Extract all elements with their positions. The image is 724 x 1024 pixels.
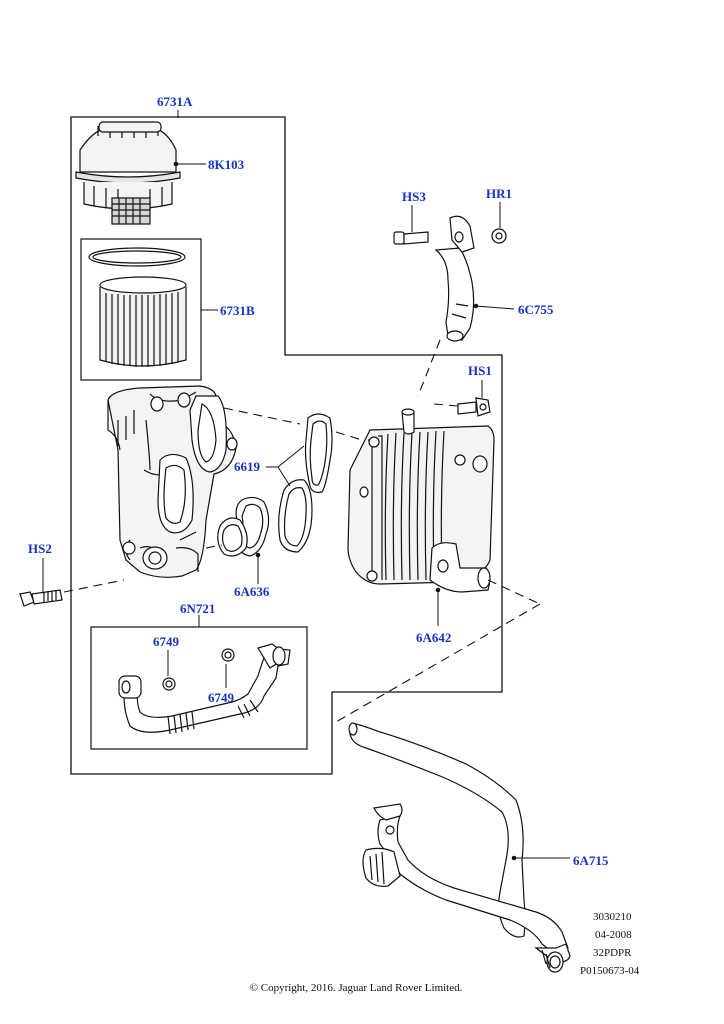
- leader-lines: [42, 110, 570, 861]
- seal-6619-lower[interactable]: [278, 479, 313, 553]
- oil-pipe-assembly-6N721[interactable]: [118, 643, 291, 735]
- seal-6619-upper[interactable]: [304, 413, 333, 493]
- o-ring-6749-b[interactable]: [221, 648, 235, 662]
- callout-6A642[interactable]: 6A642: [416, 630, 452, 645]
- reference-illustration-id: P0150673-04: [580, 965, 640, 977]
- reference-date: 04-2008: [595, 929, 632, 941]
- callout-6749-lower[interactable]: 6749: [208, 690, 234, 705]
- bolt-HS1[interactable]: [457, 397, 491, 417]
- callout-6N721[interactable]: 6N721: [180, 601, 216, 616]
- reference-code: 3030210: [593, 911, 632, 923]
- callout-6C755[interactable]: 6C755: [518, 302, 554, 317]
- callout-6731A[interactable]: 6731A: [157, 94, 193, 109]
- callout-8K103[interactable]: 8K103: [208, 157, 245, 172]
- group-6731A-outline: [70, 116, 503, 775]
- callout-6749-upper[interactable]: 6749: [153, 634, 179, 649]
- o-ring-HR1[interactable]: [491, 228, 507, 244]
- o-ring-6749-a[interactable]: [162, 677, 176, 691]
- oil-filter-housing[interactable]: [107, 385, 238, 578]
- gasket-6A636[interactable]: [217, 496, 270, 557]
- callout-HS3[interactable]: HS3: [402, 189, 426, 204]
- callout-6619[interactable]: 6619: [234, 459, 260, 474]
- oil-filter-element-6731B[interactable]: [88, 247, 187, 367]
- alignment-lines: [63, 339, 541, 723]
- callout-HS1[interactable]: HS1: [468, 363, 492, 378]
- coolant-pipe-6A715[interactable]: [348, 722, 571, 973]
- copyright-notice: © Copyright, 2016. Jaguar Land Rover Lim…: [249, 982, 463, 994]
- oil-filter-cap-8K103[interactable]: [75, 121, 181, 225]
- reference-model: 32PDPR: [593, 947, 632, 959]
- callout-6A636[interactable]: 6A636: [234, 584, 270, 599]
- callout-HR1[interactable]: HR1: [486, 186, 512, 201]
- oil-cooler-hose-6C755[interactable]: [434, 215, 475, 342]
- oil-cooler-6A642[interactable]: [347, 408, 495, 593]
- bolt-HS3[interactable]: [393, 231, 429, 245]
- callout-6731B[interactable]: 6731B: [220, 303, 255, 318]
- bolt-HS2[interactable]: [19, 589, 63, 607]
- callout-HS2[interactable]: HS2: [28, 541, 52, 556]
- callout-6A715[interactable]: 6A715: [573, 853, 609, 868]
